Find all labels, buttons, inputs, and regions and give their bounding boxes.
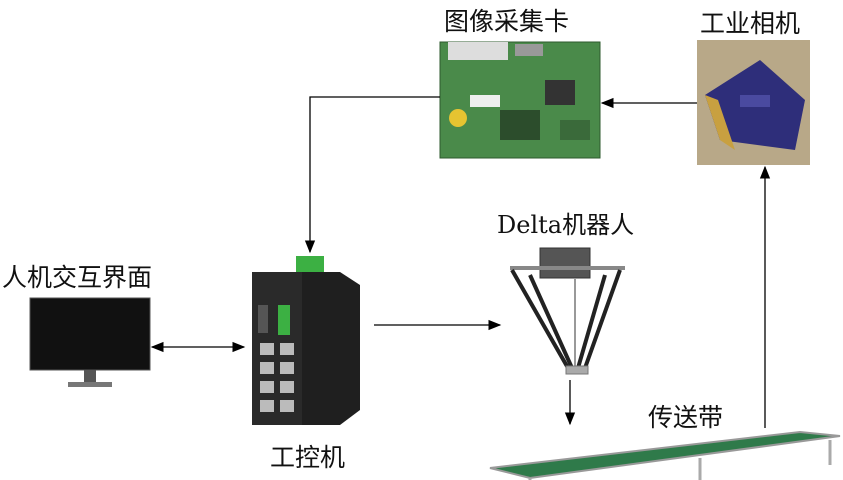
arrow-card-to-ipc (304, 96, 440, 254)
delta-robot-label: Delta机器人 (497, 211, 635, 239)
hmi-label: 人机交互界面 (2, 263, 153, 292)
conveyor-label: 传送带 (648, 403, 724, 432)
capture-card-image (439, 41, 601, 159)
industrial-camera-label: 工业相机 (700, 9, 801, 38)
conveyor-image (489, 430, 841, 480)
ipc-label: 工控机 (270, 443, 346, 472)
capture-card-label: 图像采集卡 (444, 7, 570, 36)
ipc-image (252, 256, 360, 425)
delta-robot-image (510, 247, 625, 375)
hmi-monitor-image (29, 297, 151, 387)
industrial-camera-image (697, 40, 810, 165)
